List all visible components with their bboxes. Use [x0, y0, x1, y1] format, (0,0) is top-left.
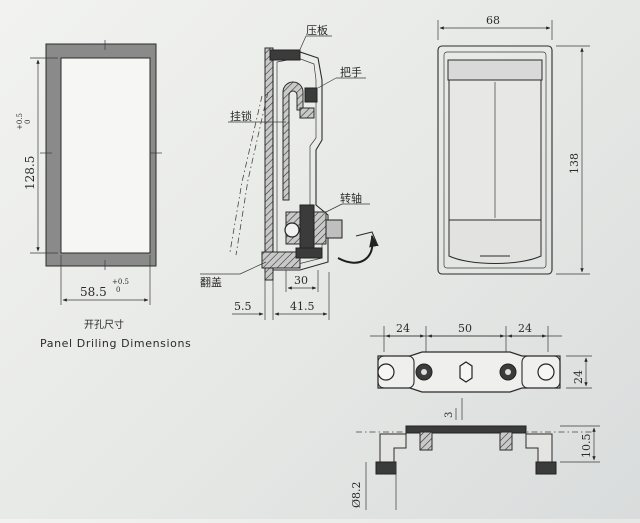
cam-dim-center: 50 — [458, 322, 472, 335]
width-tolerance-lower: 0 — [116, 286, 120, 294]
cam-dim-left: 24 — [396, 322, 410, 335]
label-shaft: 转轴 — [340, 191, 362, 205]
front-width-text: 68 — [486, 14, 500, 27]
flip-cover — [261, 251, 301, 269]
label-flip-cover: 翻盖 — [200, 275, 222, 289]
caption-en: Panel Driling Dimensions — [40, 337, 191, 350]
mount-hole-left — [377, 363, 395, 381]
cam-dim-right: 24 — [518, 322, 532, 335]
dim-5-5-text: 5.5 — [234, 300, 252, 313]
bolt-head-right — [535, 461, 557, 475]
handle-pin — [304, 87, 318, 103]
front-height-text: 138 — [568, 153, 581, 174]
width-dim-text: 58.5 — [80, 285, 107, 299]
hook-lock — [282, 81, 304, 201]
cam-dim-3: 3 — [444, 412, 455, 418]
label-pressure-plate: 压板 — [306, 23, 328, 37]
front-view: 68 138 — [437, 14, 590, 275]
height-tolerance-upper: +0.5 — [16, 113, 24, 130]
panel-drilling-view: 128.5 +0.5 0 58.5 +0.5 0 开孔尺寸 Panel Dril… — [16, 40, 191, 350]
dim-30-text: 30 — [294, 274, 308, 287]
cam-plate-side — [405, 425, 527, 434]
cam-plate-view: 24 50 24 24 3 Ø8.2 10.5 — [350, 322, 600, 510]
panel-cutout — [60, 57, 151, 254]
caption-cn: 开孔尺寸 — [84, 318, 124, 331]
panel-wall — [264, 47, 274, 281]
height-dim-text: 128.5 — [23, 156, 37, 190]
cam-dim-diam: Ø8.2 — [350, 481, 363, 508]
housing-outline — [272, 51, 329, 271]
front-outer-frame — [437, 45, 553, 275]
mount-hole-right — [537, 363, 555, 381]
dim-41-5-text: 41.5 — [290, 300, 315, 313]
pressure-plate — [269, 49, 301, 61]
front-lower-cover — [448, 219, 542, 264]
height-tolerance-lower: 0 — [24, 120, 32, 124]
section-view: 压板 把手 挂锁 转轴 翻盖 30 5.5 41.5 — [200, 23, 379, 320]
bolt-head-left — [375, 461, 397, 475]
cam-dim-side: 24 — [572, 370, 585, 384]
label-hook-lock: 挂锁 — [230, 109, 252, 123]
center-square-hole — [459, 361, 473, 383]
label-handle: 把手 — [340, 65, 362, 79]
rotation-arrow — [337, 234, 379, 264]
shaft-pivot — [284, 222, 300, 238]
flip-cover-swing — [235, 91, 269, 256]
cam-dim-10-5: 10.5 — [580, 434, 593, 459]
width-tolerance-upper: +0.5 — [112, 278, 129, 286]
